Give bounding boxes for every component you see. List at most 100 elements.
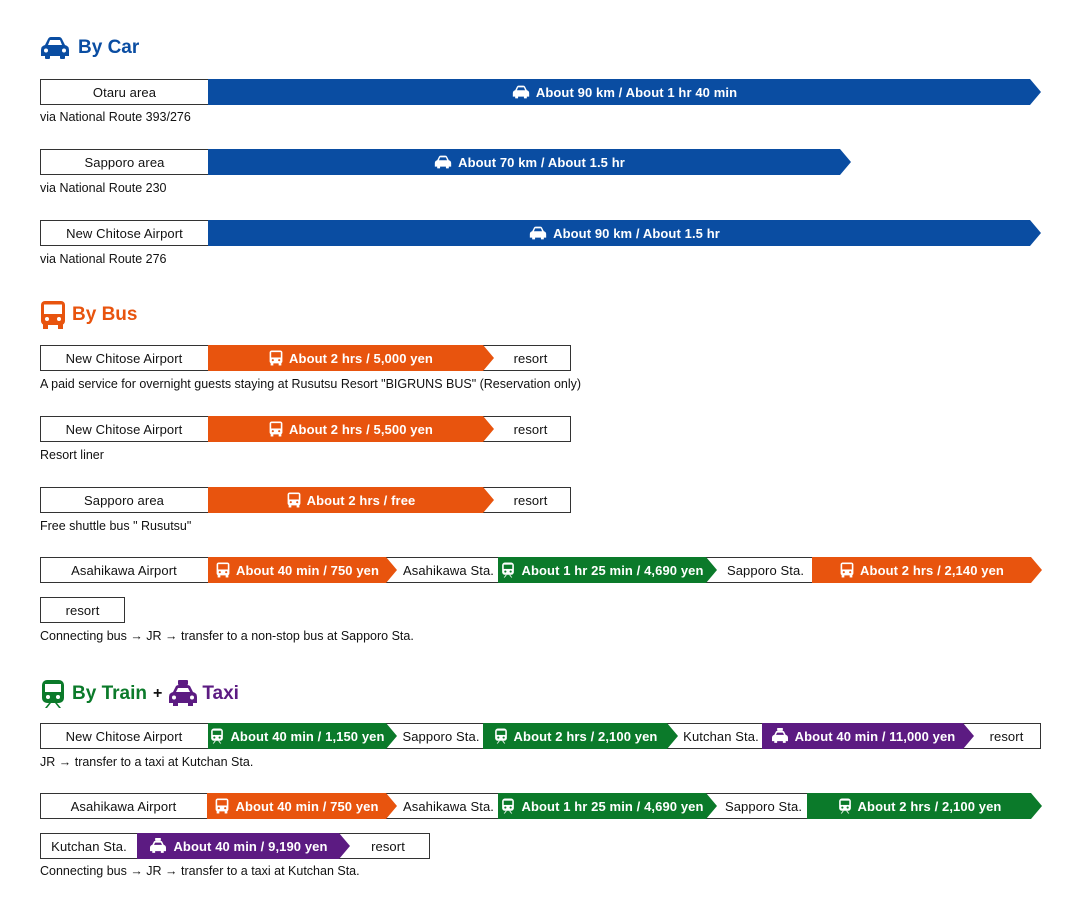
route-train-chitose: New Chitose Airport About 40 min / 1,150… (40, 723, 1042, 749)
destination-label: resort (371, 838, 405, 854)
leg-label: About 2 hrs / 2,100 yen (857, 798, 1002, 814)
destination-label: resort (513, 350, 548, 366)
route-label: About 90 km / About 1 hr 40 min (535, 84, 738, 100)
destination-label: resort (989, 728, 1024, 744)
route-train-asahikawa-continued: Kutchan Sta. About 40 min / 9,190 yen re… (40, 833, 430, 859)
route-note: Resort liner (40, 448, 104, 462)
origin-label: New Chitose Airport (40, 220, 209, 246)
section-title-text: By Bus (72, 304, 138, 325)
car-icon (434, 155, 452, 169)
bus-leg: About 40 min / 750 yen (207, 793, 397, 819)
leg-label: About 40 min / 9,190 yen (173, 838, 328, 854)
stop-label: Asahikawa Sta. (402, 562, 494, 578)
car-route-bar: About 70 km / About 1.5 hr (208, 149, 851, 175)
taxi-icon (169, 680, 198, 706)
bus-icon (215, 798, 229, 814)
bus-icon (216, 562, 230, 578)
stop-label: Sapporo Sta. (724, 798, 803, 814)
leg-label: About 1 hr 25 min / 4,690 yen (521, 562, 704, 578)
bus-leg: About 2 hrs / 5,000 yen (208, 345, 494, 371)
leg-label: About 40 min / 1,150 yen (230, 728, 385, 744)
route-label: About 90 km / About 1.5 hr (553, 225, 720, 241)
car-icon (529, 226, 547, 240)
section-title-car: By Car (40, 36, 139, 60)
bus-leg: About 40 min / 750 yen (208, 557, 397, 583)
car-route-bar: About 90 km / About 1 hr 40 min (208, 79, 1041, 105)
section-title-text: By Train (72, 683, 147, 704)
origin-label: Sapporo area (40, 149, 209, 175)
leg-label: About 40 min / 11,000 yen (794, 728, 956, 744)
bus-leg: About 2 hrs / free (208, 487, 494, 513)
leg-label: About 1 hr 25 min / 4,690 yen (521, 798, 704, 814)
route-car-sapporo: Sapporo area About 70 km / About 1.5 hr (40, 149, 852, 175)
train-icon (838, 798, 852, 814)
car-route-bar: About 90 km / About 1.5 hr (208, 220, 1041, 246)
bus-icon (287, 492, 301, 508)
leg-label: About 2 hrs / 2,140 yen (860, 562, 1004, 578)
route-label: About 70 km / About 1.5 hr (458, 154, 625, 170)
train-icon (42, 680, 64, 708)
origin-label: New Chitose Airport (65, 728, 183, 744)
taxi-icon (149, 838, 167, 854)
route-bus-sapporo-shuttle: Sapporo area About 2 hrs / free resort (40, 487, 571, 513)
taxi-leg: About 40 min / 11,000 yen (762, 723, 974, 749)
route-note: Connecting bus → JR → transfer to a non-… (40, 629, 414, 643)
origin-label: New Chitose Airport (65, 421, 183, 437)
destination-label: resort (513, 492, 548, 508)
bus-leg: About 2 hrs / 5,500 yen (208, 416, 494, 442)
train-icon (494, 728, 508, 744)
route-bus-chitose-liner: New Chitose Airport About 2 hrs / 5,500 … (40, 416, 571, 442)
train-leg: About 1 hr 25 min / 4,690 yen (498, 793, 717, 819)
section-title-bus: By Bus (40, 300, 137, 330)
bus-icon (41, 301, 65, 329)
leg-label: About 40 min / 750 yen (235, 798, 379, 814)
route-car-chitose: New Chitose Airport About 90 km / About … (40, 220, 1042, 246)
leg-label: About 2 hrs / 5,500 yen (289, 421, 433, 437)
train-icon (501, 798, 515, 814)
taxi-leg: About 40 min / 9,190 yen (137, 833, 350, 859)
route-note: via National Route 230 (40, 181, 167, 195)
stop-label: Kutchan Sta. (683, 728, 759, 744)
train-leg: About 2 hrs / 2,100 yen (807, 793, 1042, 819)
leg-label: About 2 hrs / 2,100 yen (513, 728, 658, 744)
train-icon (501, 562, 515, 578)
plus-sign: + (152, 685, 163, 702)
leg-label: About 2 hrs / 5,000 yen (289, 350, 433, 366)
car-icon (41, 37, 69, 59)
stop-label: Asahikawa Sta. (402, 798, 494, 814)
train-leg: About 1 hr 25 min / 4,690 yen (498, 557, 717, 583)
bus-icon (269, 350, 283, 366)
origin-label: Otaru area (40, 79, 209, 105)
route-bus-chitose-bigruns: New Chitose Airport About 2 hrs / 5,000 … (40, 345, 571, 371)
taxi-icon (771, 728, 789, 744)
route-note: JR → transfer to a taxi at Kutchan Sta. (40, 755, 254, 769)
origin-label: Sapporo area (84, 492, 164, 508)
route-note: via National Route 276 (40, 252, 167, 266)
route-note: Free shuttle bus " Rusutsu" (40, 519, 192, 533)
destination-label: resort (513, 421, 548, 437)
stop-label: Kutchan Sta. (51, 838, 127, 854)
section-title-train-taxi: By Train + Taxi (40, 679, 239, 709)
car-icon (512, 85, 530, 99)
route-note: A paid service for overnight guests stay… (40, 377, 582, 391)
train-leg: About 2 hrs / 2,100 yen (483, 723, 678, 749)
leg-label: About 2 hrs / free (306, 492, 416, 508)
route-car-otaru: Otaru area About 90 km / About 1 hr 40 m… (40, 79, 1042, 105)
destination-label: resort (40, 597, 125, 623)
stop-label: Sapporo Sta. (726, 562, 805, 578)
bus-icon (840, 562, 854, 578)
route-note: Connecting bus → JR → transfer to a taxi… (40, 864, 360, 878)
origin-label: Asahikawa Airport (70, 798, 177, 814)
origin-label: New Chitose Airport (65, 350, 183, 366)
train-icon (210, 728, 224, 744)
route-train-asahikawa: Asahikawa Airport About 40 min / 750 yen… (40, 793, 1042, 819)
bus-icon (269, 421, 283, 437)
leg-label: About 40 min / 750 yen (235, 562, 380, 578)
stop-label: Sapporo Sta. (402, 728, 480, 744)
section-title-taxi-text: Taxi (202, 683, 239, 704)
origin-label: Asahikawa Airport (71, 562, 177, 578)
route-note: via National Route 393/276 (40, 110, 191, 124)
route-bus-asahikawa: Asahikawa Airport About 40 min / 750 yen… (40, 557, 1042, 583)
bus-leg: About 2 hrs / 2,140 yen (812, 557, 1042, 583)
train-leg: About 40 min / 1,150 yen (208, 723, 397, 749)
